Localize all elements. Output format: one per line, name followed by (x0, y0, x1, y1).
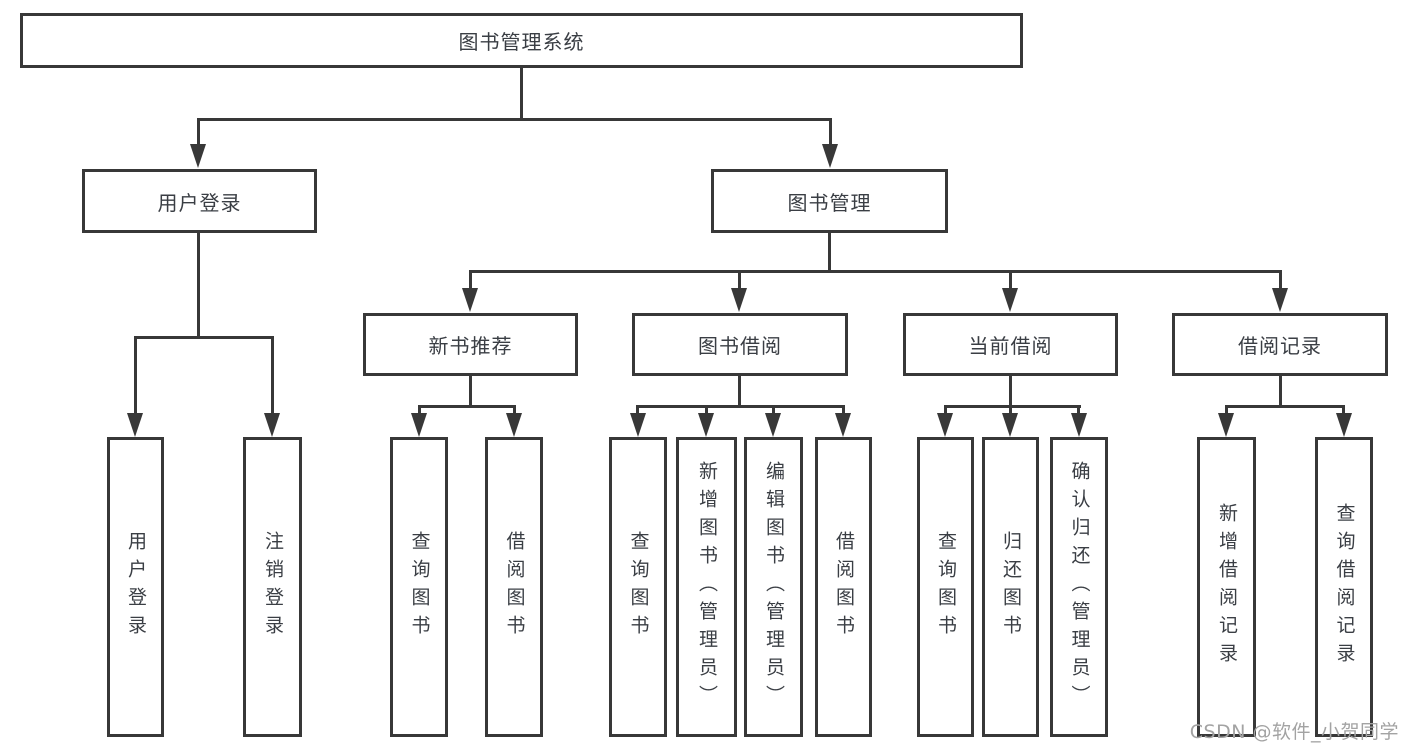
leaf-query-borrow-record: 查询借阅记录 (1315, 437, 1373, 737)
arrowhead-down-icon (835, 413, 851, 437)
leaf-add-books-admin-label: 新增图书（管理员） (696, 461, 718, 713)
leaf-borrow-books: 借阅图书 (815, 437, 872, 737)
connector-line (1279, 376, 1282, 407)
leaf-add-books-admin: 新增图书（管理员） (676, 437, 737, 737)
connector-line (469, 270, 1282, 273)
leaf-borrow-books-label: 借阅图书 (833, 531, 855, 643)
node-book-management-label: 图书管理 (787, 190, 872, 215)
leaf-recommend-borrow-books: 借阅图书 (485, 437, 543, 737)
connector-line (134, 336, 137, 416)
connector-line (469, 270, 472, 290)
connector-line (636, 405, 844, 408)
connector-line (1342, 405, 1345, 417)
node-new-book-recommend: 新书推荐 (363, 313, 578, 376)
connector-line (944, 405, 1081, 408)
arrowhead-down-icon (506, 413, 522, 437)
node-current-borrow: 当前借阅 (903, 313, 1118, 376)
connector-line (520, 68, 523, 118)
node-borrow-records-label: 借阅记录 (1238, 334, 1322, 358)
arrowhead-down-icon (462, 288, 478, 312)
leaf-return-books: 归还图书 (982, 437, 1039, 737)
watermark: CSDN @软件_小贺同学 (1189, 721, 1399, 743)
connector-line (418, 405, 516, 408)
leaf-user-login-label: 用户登录 (125, 531, 147, 643)
leaf-edit-books-admin-label: 编辑图书（管理员） (763, 461, 785, 713)
leaf-confirm-return-admin: 确认归还（管理员） (1050, 437, 1108, 737)
arrowhead-down-icon (1272, 288, 1288, 312)
leaf-return-books-label: 归还图书 (1000, 531, 1022, 643)
node-user-login-label: 用户登录 (157, 190, 242, 215)
leaf-logout: 注销登录 (243, 437, 302, 737)
leaf-user-login: 用户登录 (107, 437, 164, 737)
arrowhead-down-icon (1002, 288, 1018, 312)
leaf-recommend-borrow-books-label: 借阅图书 (503, 531, 526, 643)
connector-line (271, 336, 274, 416)
connector-line (1009, 405, 1012, 417)
connector-line (829, 118, 832, 148)
connector-line (636, 405, 639, 417)
node-current-borrow-label: 当前借阅 (968, 334, 1053, 358)
arrowhead-down-icon (1071, 413, 1087, 437)
leaf-confirm-return-admin-label: 确认归还（管理员） (1068, 461, 1091, 713)
node-book-borrow: 图书借阅 (632, 313, 848, 376)
arrowhead-down-icon (1002, 413, 1018, 437)
leaf-current-query-books: 查询图书 (917, 437, 974, 737)
node-book-management: 图书管理 (711, 169, 948, 233)
arrowhead-down-icon (765, 413, 781, 437)
connector-line (1279, 270, 1282, 290)
connector-line (705, 405, 708, 417)
connector-line (842, 405, 845, 417)
arrowhead-down-icon (937, 413, 953, 437)
arrowhead-down-icon (698, 413, 714, 437)
connector-line (828, 233, 831, 270)
arrowhead-down-icon (822, 144, 838, 168)
connector-line (1077, 405, 1080, 417)
connector-line (513, 405, 516, 417)
connector-line (418, 405, 421, 417)
leaf-query-borrow-record-label: 查询借阅记录 (1333, 503, 1356, 671)
leaf-logout-label: 注销登录 (262, 531, 284, 643)
connector-line (738, 270, 741, 290)
arrowhead-down-icon (630, 413, 646, 437)
arrowhead-down-icon (1218, 413, 1234, 437)
leaf-recommend-query-books-label: 查询图书 (408, 531, 431, 643)
leaf-recommend-query-books: 查询图书 (390, 437, 448, 737)
node-library-system: 图书管理系统 (20, 13, 1023, 68)
arrowhead-down-icon (264, 413, 280, 437)
node-library-system-label: 图书管理系统 (458, 30, 585, 54)
leaf-add-borrow-record-label: 新增借阅记录 (1216, 503, 1238, 671)
leaf-borrow-query-books-label: 查询图书 (627, 531, 650, 643)
leaf-edit-books-admin: 编辑图书（管理员） (744, 437, 803, 737)
connector-line (1225, 405, 1228, 417)
connector-line (772, 405, 775, 417)
node-user-login: 用户登录 (82, 169, 317, 233)
leaf-borrow-query-books: 查询图书 (609, 437, 667, 737)
node-new-book-recommend-label: 新书推荐 (428, 334, 513, 358)
connector-line (197, 118, 200, 148)
arrowhead-down-icon (1336, 413, 1352, 437)
connector-line (1009, 376, 1012, 407)
connector-line (944, 405, 947, 417)
connector-line (1225, 405, 1345, 408)
connector-line (738, 376, 741, 407)
arrowhead-down-icon (190, 144, 206, 168)
arrowhead-down-icon (731, 288, 747, 312)
connector-line (197, 118, 831, 121)
arrowhead-down-icon (127, 413, 143, 437)
connector-line (197, 233, 200, 336)
leaf-current-query-books-label: 查询图书 (935, 531, 957, 643)
connector-line (469, 376, 472, 407)
node-book-borrow-label: 图书借阅 (698, 334, 782, 358)
leaf-add-borrow-record: 新增借阅记录 (1197, 437, 1256, 737)
arrowhead-down-icon (411, 413, 427, 437)
connector-line (1009, 270, 1012, 290)
node-borrow-records: 借阅记录 (1172, 313, 1388, 376)
connector-line (134, 336, 273, 339)
